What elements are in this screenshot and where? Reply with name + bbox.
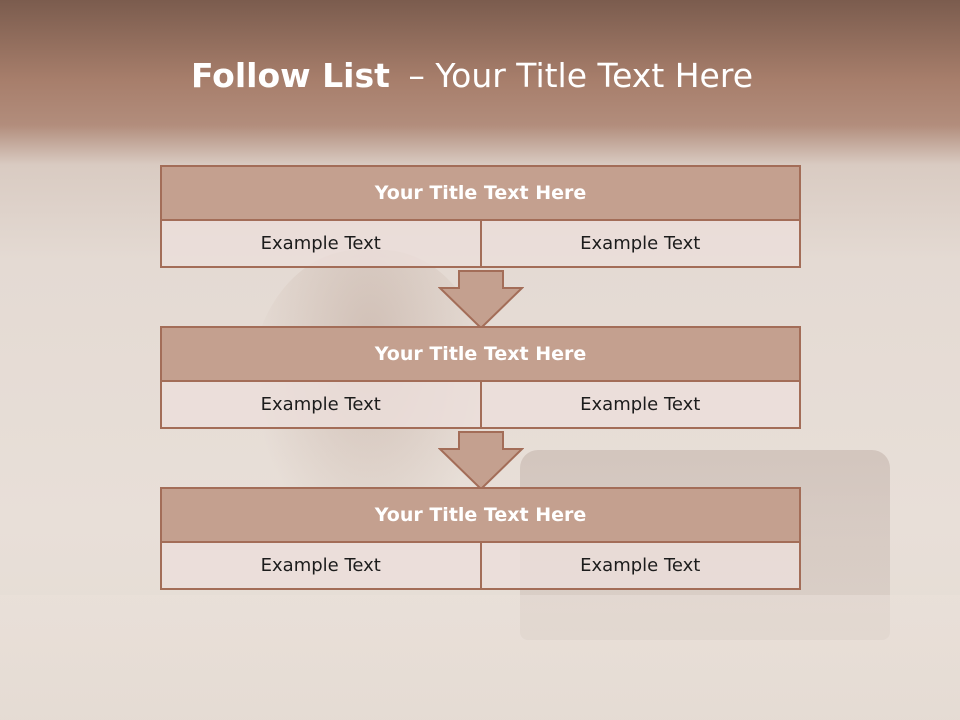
down-arrow-icon	[438, 270, 524, 330]
block-cell-right[interactable]: Example Text	[479, 541, 801, 590]
title-bold-part: Follow List	[190, 56, 390, 95]
list-block-1: Your Title Text Here Example Text Exampl…	[160, 165, 801, 268]
block-cell-right[interactable]: Example Text	[479, 380, 801, 429]
block-cell-left[interactable]: Example Text	[160, 541, 482, 590]
block-title[interactable]: Your Title Text Here	[160, 165, 801, 221]
list-block-2: Your Title Text Here Example Text Exampl…	[160, 326, 801, 429]
block-cell-right[interactable]: Example Text	[479, 219, 801, 268]
block-cell-left[interactable]: Example Text	[160, 380, 482, 429]
list-block-3: Your Title Text Here Example Text Exampl…	[160, 487, 801, 590]
background-table-image	[0, 595, 960, 720]
block-row: Example Text Example Text	[160, 380, 801, 429]
slide-title: Follow List – Your Title Text Here	[0, 56, 944, 95]
block-title[interactable]: Your Title Text Here	[160, 326, 801, 382]
block-row: Example Text Example Text	[160, 541, 801, 590]
down-arrow-icon	[438, 431, 524, 491]
block-cell-left[interactable]: Example Text	[160, 219, 482, 268]
block-row: Example Text Example Text	[160, 219, 801, 268]
block-title[interactable]: Your Title Text Here	[160, 487, 801, 543]
title-rest-part: – Your Title Text Here	[408, 56, 754, 95]
